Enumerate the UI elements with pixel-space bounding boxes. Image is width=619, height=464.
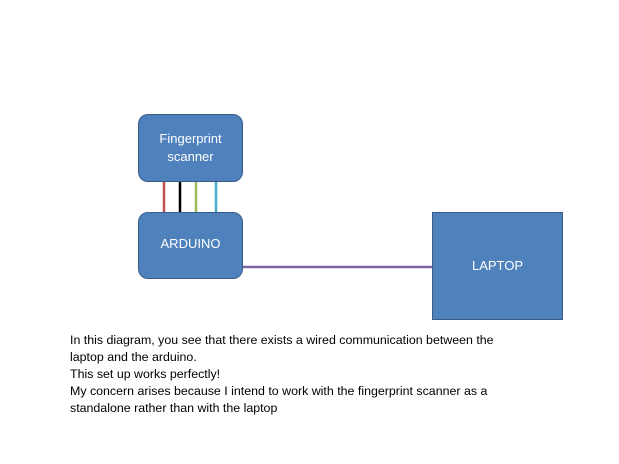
caption-line-4: My concern arises because I intend to wo… — [70, 384, 488, 398]
arduino-node: ARDUINO — [138, 212, 243, 279]
caption-text: In this diagram, you see that there exis… — [70, 332, 600, 417]
scanner-label-line1: Fingerprint — [159, 131, 222, 146]
arduino-label: ARDUINO — [160, 236, 221, 251]
scanner-label-line2: scanner — [167, 149, 214, 164]
laptop-node: LAPTOP — [432, 212, 563, 320]
caption-line-3: This set up works perfectly! — [70, 367, 221, 381]
laptop-label: LAPTOP — [471, 258, 524, 273]
caption-line-5: standalone rather than with the laptop — [70, 401, 278, 415]
caption-line-2: laptop and the arduino. — [70, 350, 197, 364]
caption-line-1: In this diagram, you see that there exis… — [70, 333, 494, 347]
fingerprint-scanner-node: Fingerprint scanner — [138, 114, 243, 182]
